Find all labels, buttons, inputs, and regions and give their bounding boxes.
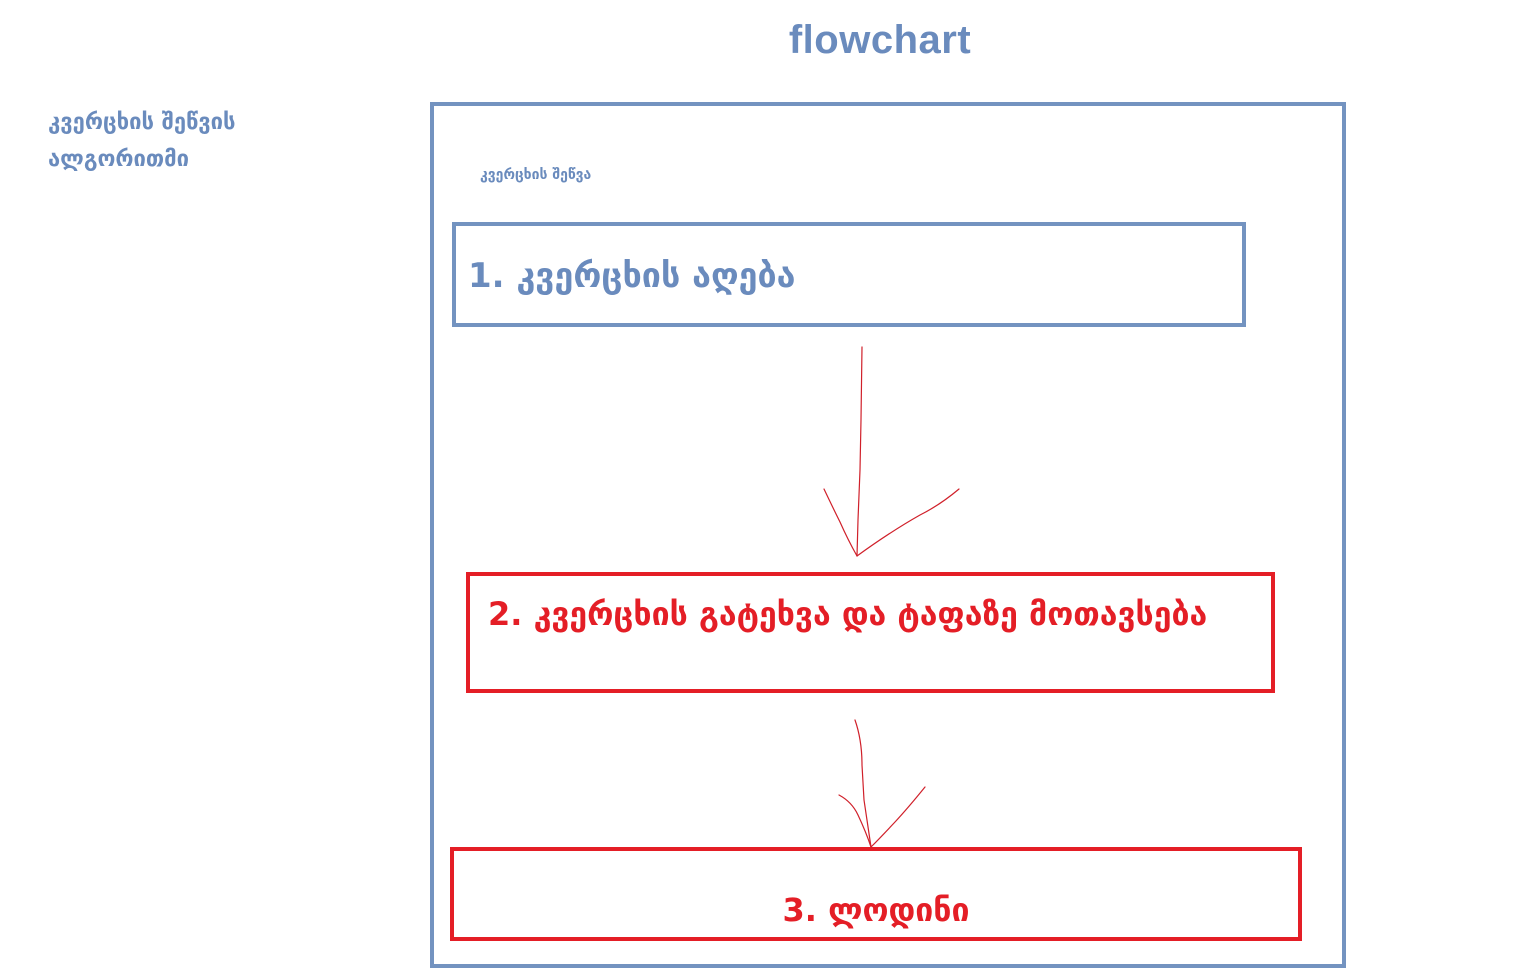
diagram-title: flowchart <box>788 18 972 62</box>
step-1-label: 1. კვერცხის აღება <box>468 256 796 296</box>
step-1-box: 1. კვერცხის აღება <box>452 222 1246 327</box>
step-2-label: 2. კვერცხის გატეხვა და ტაფაზე მოთავსება <box>488 595 1208 633</box>
algorithm-label: კვერცხის შეწვის ალგორითმი <box>48 110 236 172</box>
step-2-box: 2. კვერცხის გატეხვა და ტაფაზე მოთავსება <box>466 572 1275 693</box>
flowchart-frame <box>430 102 1346 968</box>
step-3-label: 3. ლოდინი <box>782 891 970 929</box>
step-3-box: 3. ლოდინი <box>450 847 1302 941</box>
flowchart-caption: კვერცხის შეწვა <box>480 167 592 183</box>
